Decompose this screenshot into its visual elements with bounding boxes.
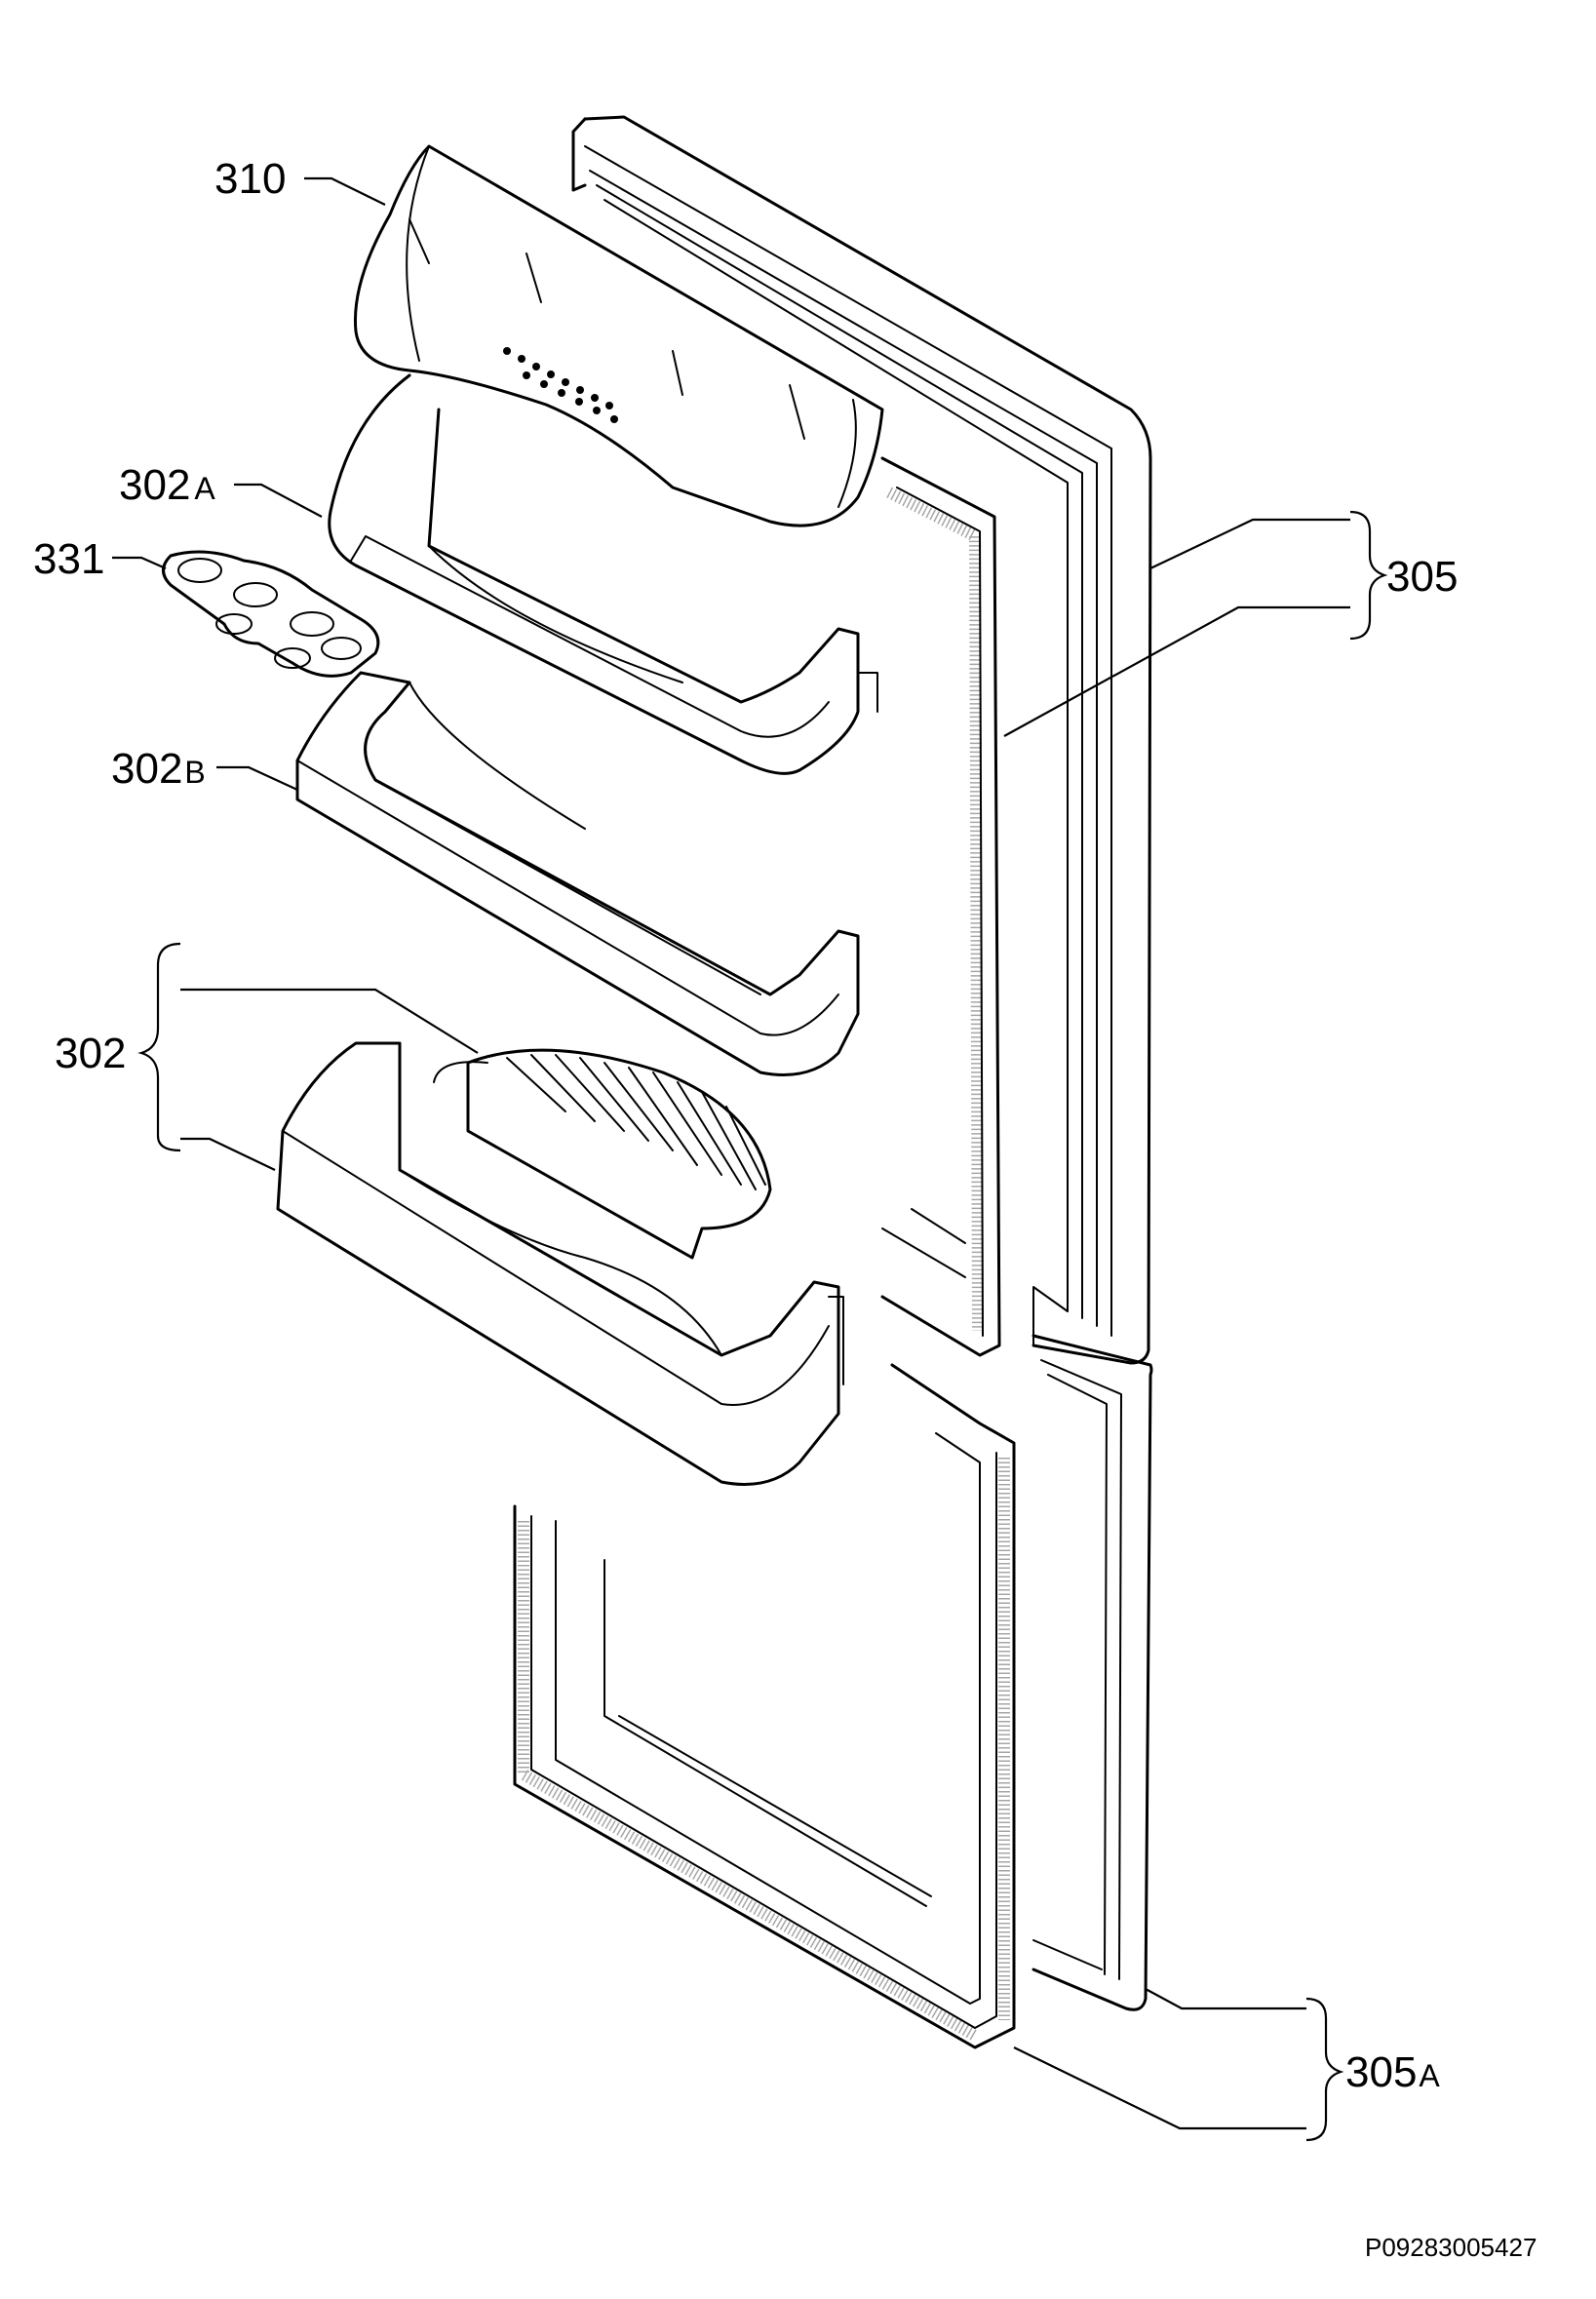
drawing-code: P09283005427 bbox=[1365, 2233, 1537, 2262]
part-310-lid bbox=[353, 144, 884, 527]
part-331-egg-tray bbox=[162, 550, 380, 678]
label-302: 302 bbox=[55, 1030, 126, 1077]
lower-door-305A bbox=[513, 1334, 1153, 2049]
part-302-bottle-shelf bbox=[276, 1041, 844, 1486]
part-302B-shelf bbox=[295, 671, 860, 1076]
part-302A-shelf bbox=[328, 373, 878, 775]
label-331: 331 bbox=[33, 535, 104, 583]
label-305: 305 bbox=[1386, 553, 1458, 601]
lid-vent-dots bbox=[503, 347, 618, 423]
ribbed-insert-lines bbox=[506, 1054, 766, 1190]
label-310: 310 bbox=[214, 155, 286, 203]
leader-lines bbox=[112, 176, 1388, 2142]
label-305A: 305A bbox=[1345, 2048, 1440, 2096]
upper-door-305 bbox=[571, 115, 1152, 1365]
label-302B: 302B bbox=[111, 745, 206, 793]
